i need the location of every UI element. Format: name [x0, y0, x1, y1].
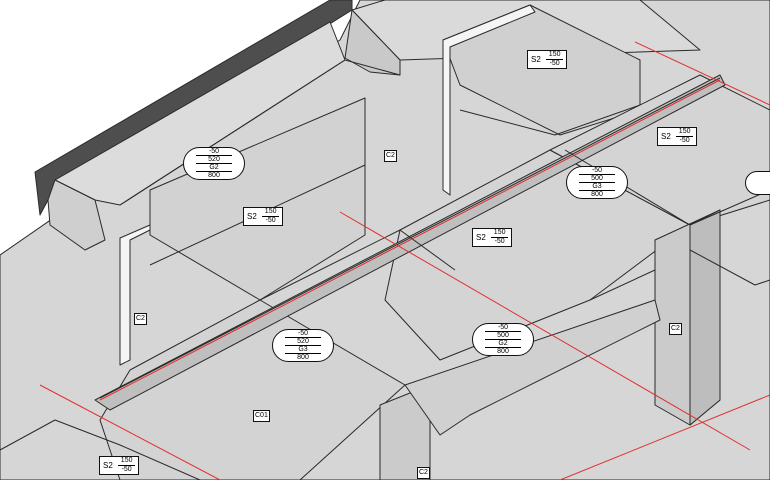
beam-tag[interactable]: -50 500 G2 800	[472, 323, 534, 356]
column-right-face	[689, 209, 721, 426]
column-tag[interactable]: C2	[134, 313, 147, 325]
grid-line	[634, 41, 770, 106]
beam-end-left	[47, 179, 106, 251]
grid-line	[339, 211, 751, 451]
grid-line	[39, 384, 221, 480]
left-opening-frame	[119, 224, 151, 366]
beam-tag[interactable]: -50 520 G2 800	[183, 147, 245, 180]
slab-tag[interactable]: S2 150-50	[657, 127, 698, 146]
column-tag[interactable]: C01	[253, 410, 270, 422]
beam-tag[interactable]: -50 520 G3 800	[272, 329, 334, 362]
beam-tag[interactable]: -50 500 G3 800	[566, 166, 628, 199]
grid-lines	[39, 41, 770, 480]
slab-tag[interactable]: S2 150-50	[472, 228, 513, 247]
right-slab	[549, 74, 770, 226]
slab-tag[interactable]: S2 150-50	[99, 456, 140, 475]
grid-line	[559, 394, 770, 480]
column-tag[interactable]: C2	[669, 323, 682, 335]
block-front	[344, 9, 401, 76]
column-tag[interactable]: C2	[417, 467, 430, 479]
slab-tag[interactable]: S2 150-50	[243, 207, 284, 226]
column-tag[interactable]: C2	[384, 150, 397, 162]
beam-tag-partial[interactable]	[745, 171, 770, 195]
slab-tag[interactable]: S2 150-50	[527, 50, 568, 69]
lower-right-beam	[404, 299, 661, 436]
upper-opening-frame	[442, 4, 536, 196]
grid-line	[99, 79, 721, 401]
